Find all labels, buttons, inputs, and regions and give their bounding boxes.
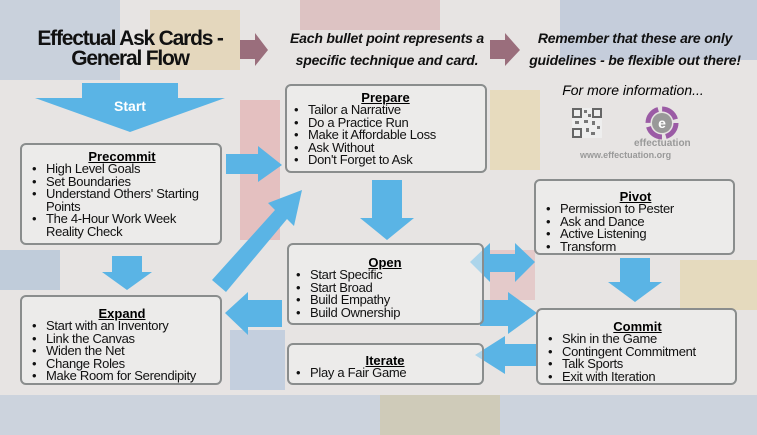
arrow-commit-to-iterate	[475, 336, 537, 374]
arrow-open-pivot-double	[470, 243, 535, 282]
logo-name: effectuation	[634, 138, 691, 149]
list-item: Don't Forget to Ask	[292, 153, 479, 167]
arrow-open-to-commit	[480, 292, 537, 334]
card-iterate[interactable]: Iterate Play a Fair Game	[287, 343, 484, 385]
list-item: Widen the Net	[30, 344, 214, 358]
list-item: Contingent Commitment	[546, 345, 729, 359]
list-item: Start Broad	[294, 281, 476, 295]
card-title: Prepare	[361, 90, 410, 105]
website-link[interactable]: www.effectuation.org	[580, 150, 672, 160]
list-item: Make it Affordable Loss	[292, 128, 479, 142]
list-item: Understand Others' Starting Points	[30, 187, 214, 213]
header-arrow-2	[490, 33, 520, 66]
card-commit[interactable]: Commit Skin in the GameContingent Commit…	[536, 308, 737, 385]
card-open[interactable]: Open Start SpecificStart BroadBuild Empa…	[287, 243, 484, 325]
list-item: Do a Practice Run	[292, 116, 479, 130]
list-item: Tailor a Narrative	[292, 103, 479, 117]
arrow-pivot-to-commit	[608, 258, 662, 302]
list-item: Build Ownership	[294, 306, 476, 320]
start-arrow	[35, 83, 225, 132]
card-title: Open	[368, 255, 402, 270]
more-info-text: For more information...	[562, 82, 704, 98]
list-item: Set Boundaries	[30, 175, 214, 189]
card-title: Commit	[613, 319, 662, 334]
list-item: Change Roles	[30, 357, 214, 371]
svg-text:e: e	[658, 115, 666, 131]
card-title: Iterate	[365, 353, 405, 368]
card-title: Pivot	[619, 189, 652, 204]
card-expand[interactable]: Expand Start with an InventoryLink the C…	[20, 295, 222, 385]
list-item: Link the Canvas	[30, 332, 214, 346]
list-item: The 4-Hour Work Week Reality Check	[30, 212, 214, 238]
arrow-precommit-to-prepare	[226, 146, 282, 182]
start-label: Start	[114, 98, 146, 114]
qr-code-icon[interactable]	[572, 108, 602, 138]
list-item: Active Listening	[544, 227, 727, 241]
list-item: Play a Fair Game	[294, 366, 476, 380]
list-item: Make Room for Serendipity	[30, 369, 214, 383]
list-item: Talk Sports	[546, 357, 729, 371]
list-item: Build Empathy	[294, 293, 476, 307]
list-item: Start Specific	[294, 268, 476, 282]
effectuation-logo-icon: e	[645, 106, 679, 140]
card-precommit[interactable]: Precommit High Level GoalsSet Boundaries…	[20, 143, 222, 245]
list-item: Permission to Pester	[544, 202, 727, 216]
list-item: Ask and Dance	[544, 215, 727, 229]
list-item: High Level Goals	[30, 162, 214, 176]
list-item: Skin in the Game	[546, 332, 729, 346]
page-title: Effectual Ask Cards - General Flow	[37, 27, 223, 70]
list-item: Start with an Inventory	[30, 319, 214, 333]
arrow-open-to-expand	[225, 292, 282, 335]
note-guidelines: Remember that these are only guidelines …	[529, 30, 741, 68]
list-item: Exit with Iteration	[546, 370, 729, 384]
list-item: Ask Without	[292, 141, 479, 155]
arrow-expand-to-prepare	[212, 190, 302, 292]
card-pivot[interactable]: Pivot Permission to PesterAsk and DanceA…	[534, 179, 735, 255]
card-prepare[interactable]: Prepare Tailor a NarrativeDo a Practice …	[285, 84, 487, 173]
card-title: Precommit	[88, 149, 156, 164]
card-title: Expand	[98, 306, 146, 321]
note-bullet-technique: Each bullet point represents a specific …	[290, 30, 484, 68]
header-arrow-1	[240, 33, 268, 66]
list-item: Transform	[544, 240, 727, 254]
arrow-prepare-to-open	[360, 180, 414, 240]
arrow-precommit-to-expand	[102, 256, 152, 290]
